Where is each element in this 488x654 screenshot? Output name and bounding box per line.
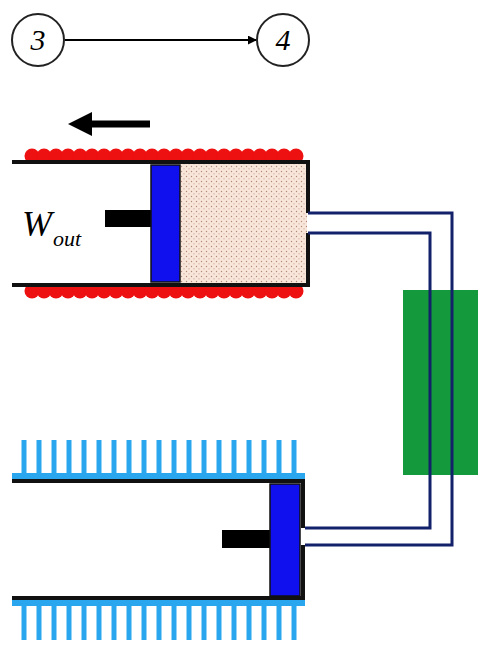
piston-rod xyxy=(105,210,151,227)
state-circle: 4 xyxy=(256,13,310,67)
hot-gas xyxy=(180,164,307,284)
piston xyxy=(151,165,180,282)
pipe xyxy=(305,213,452,545)
state-number: 3 xyxy=(31,25,46,55)
hot-cylinder xyxy=(12,162,310,285)
piston-rod xyxy=(222,530,270,548)
cooler-fins xyxy=(12,440,305,640)
work-subscript: out xyxy=(53,228,81,250)
process-arrow xyxy=(65,39,256,41)
work-symbol: W xyxy=(22,206,52,242)
state-number: 4 xyxy=(276,25,291,55)
cold-cylinder xyxy=(12,481,305,598)
regenerator xyxy=(403,290,478,475)
motion-arrow xyxy=(68,112,150,136)
state-circle: 3 xyxy=(11,13,65,67)
piston xyxy=(270,484,300,596)
